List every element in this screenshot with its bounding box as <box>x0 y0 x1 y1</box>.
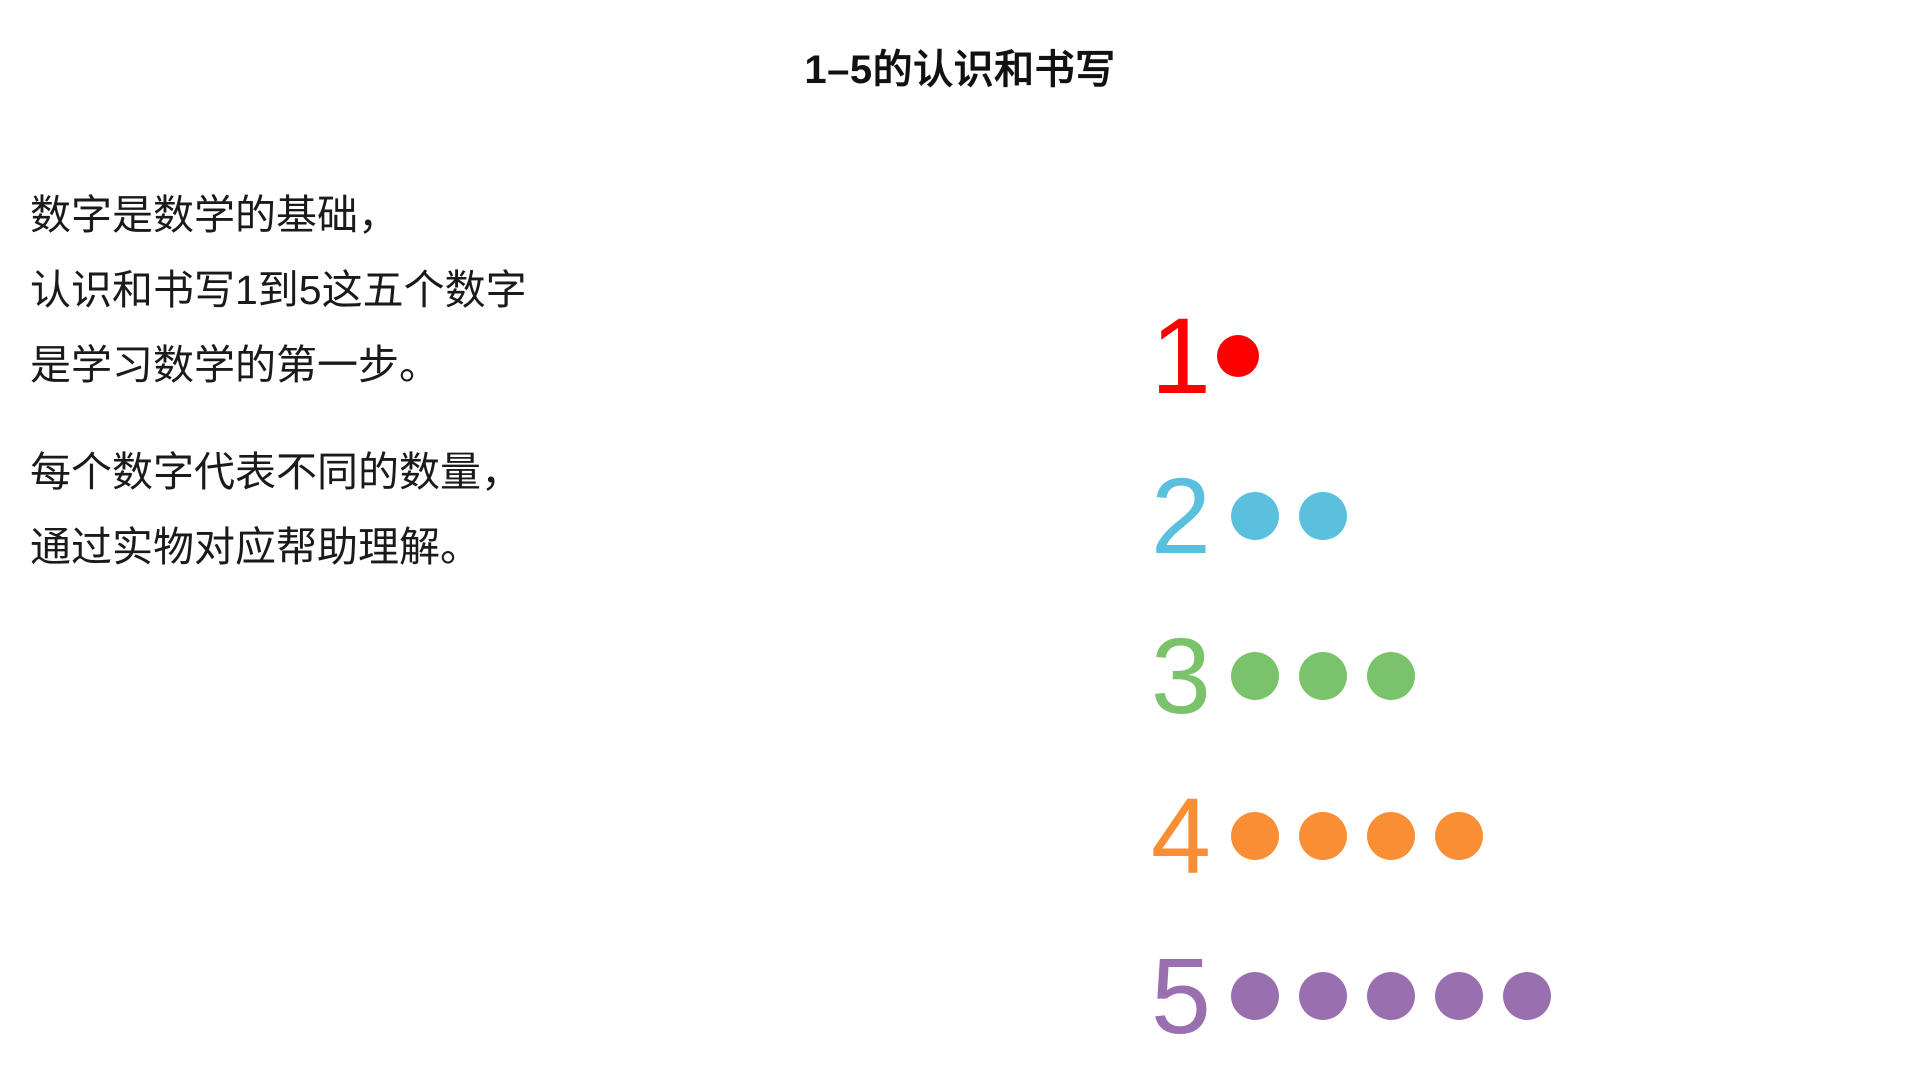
quantity-dot <box>1367 812 1415 860</box>
quantity-dot <box>1367 972 1415 1020</box>
quantity-dot <box>1217 335 1259 377</box>
dot-group-4 <box>1215 812 1780 860</box>
quantity-dot <box>1231 812 1279 860</box>
number-row: 2 <box>1080 436 1780 596</box>
numeral-4: 4 <box>1150 775 1211 896</box>
body-paragraph: 每个数字代表不同的数量， 通过实物对应帮助理解。 <box>30 435 730 585</box>
numeral-1: 1 <box>1150 295 1211 416</box>
body-text-line: 通过实物对应帮助理解。 <box>30 524 481 570</box>
numeral-5: 5 <box>1150 935 1211 1056</box>
number-quantity-diagram: 1 2 3 4 5 <box>1080 276 1780 1076</box>
body-text-line: 是学习数学的第一步。 <box>30 342 440 388</box>
body-text-line: 每个数字代表不同的数量， <box>30 449 522 495</box>
dot-group-1 <box>1215 335 1780 377</box>
quantity-dot <box>1435 812 1483 860</box>
quantity-dot <box>1367 652 1415 700</box>
body-paragraph: 数字是数学的基础， 认识和书写1到5这五个数字是学习数学的第一步。 <box>30 178 730 403</box>
quantity-dot <box>1299 652 1347 700</box>
dot-group-3 <box>1215 652 1780 700</box>
number-row: 5 <box>1080 916 1780 1076</box>
quantity-dot <box>1299 972 1347 1020</box>
body-text-block: 数字是数学的基础， 认识和书写1到5这五个数字是学习数学的第一步。每个数字代表不同… <box>30 178 730 585</box>
dot-group-2 <box>1215 492 1780 540</box>
quantity-dot <box>1231 492 1279 540</box>
quantity-dot <box>1231 652 1279 700</box>
number-row: 4 <box>1080 756 1780 916</box>
quantity-dot <box>1435 972 1483 1020</box>
page-title: 1–5的认识和书写 <box>804 48 1116 92</box>
number-row: 3 <box>1080 596 1780 756</box>
body-text-line: 数字是数学的基础， <box>30 192 399 238</box>
quantity-dot <box>1299 812 1347 860</box>
quantity-dot <box>1299 492 1347 540</box>
number-row: 1 <box>1080 276 1780 436</box>
numeral-2: 2 <box>1150 455 1211 576</box>
quantity-dot <box>1231 972 1279 1020</box>
numeral-3: 3 <box>1150 615 1211 736</box>
body-text-line: 认识和书写1到5这五个数字 <box>30 267 527 313</box>
quantity-dot <box>1503 972 1551 1020</box>
dot-group-5 <box>1215 972 1780 1020</box>
